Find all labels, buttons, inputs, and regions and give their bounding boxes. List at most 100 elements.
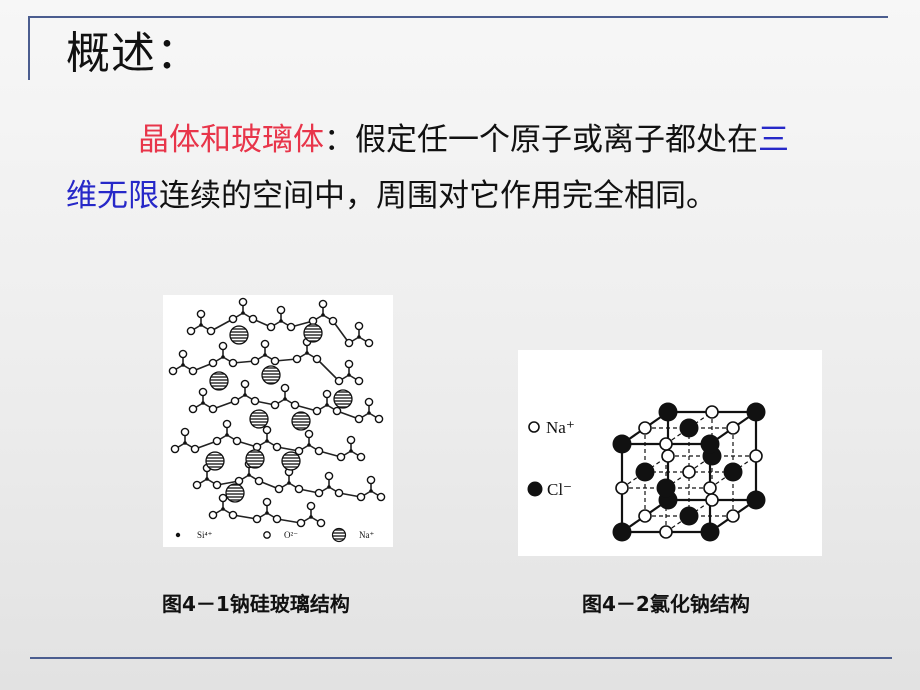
- glass-legend: Si⁴⁺ O²⁻ Na⁺: [175, 527, 374, 543]
- sodium-ion: [749, 449, 763, 463]
- chloride-ion: [658, 402, 678, 422]
- oxygen-atom: [322, 389, 332, 399]
- oxygen-atom: [344, 338, 354, 348]
- oxygen-atom: [304, 429, 314, 439]
- oxygen-atom: [250, 396, 260, 406]
- silicon-atom: [221, 507, 225, 511]
- silicon-atom: [247, 473, 251, 477]
- silicon-atom: [327, 485, 331, 489]
- chloride-ion: [746, 402, 766, 422]
- silicon-atom: [241, 311, 245, 315]
- bottom-rule: [30, 657, 892, 659]
- sodium-ion: [303, 323, 323, 343]
- chloride-ion: [679, 418, 699, 438]
- sodium-ion: [245, 449, 265, 469]
- sodium-ion: [249, 409, 269, 429]
- oxygen-atom: [240, 379, 250, 389]
- legend-na-circle: [331, 527, 347, 543]
- sodium-ion: [659, 437, 673, 451]
- oxygen-atom: [208, 358, 218, 368]
- oxygen-atom: [252, 514, 262, 524]
- legend-si-dot: [175, 532, 181, 538]
- sodium-ion: [638, 509, 652, 523]
- silicon-atom: [279, 319, 283, 323]
- oxygen-atom: [306, 501, 316, 511]
- silicon-atom: [325, 403, 329, 407]
- chloride-ion: [746, 490, 766, 510]
- oxygen-atom: [272, 442, 282, 452]
- oxygen-atom: [344, 359, 354, 369]
- oxygen-atom: [270, 356, 280, 366]
- chloride-ion: [656, 478, 676, 498]
- silicon-atom: [309, 515, 313, 519]
- figure1-caption: 图4－1钠硅玻璃结构: [162, 592, 350, 616]
- silicon-atom: [263, 353, 267, 357]
- silicon-atom: [307, 443, 311, 447]
- sodium-ion: [682, 465, 696, 479]
- legend-na-open-circle: [528, 421, 540, 433]
- oxygen-atom: [228, 314, 238, 324]
- figure2-caption: 图4－2氯化钠结构: [582, 592, 750, 616]
- oxygen-atom: [364, 338, 374, 348]
- silicon-atom: [357, 335, 361, 339]
- oxygen-atom: [198, 387, 208, 397]
- oxygen-atom: [332, 406, 342, 416]
- silicon-atom: [349, 449, 353, 453]
- silicon-atom: [367, 411, 371, 415]
- oxygen-atom: [222, 419, 232, 429]
- chloride-ion: [700, 434, 720, 454]
- oxygen-atom: [230, 396, 240, 406]
- oxygen-atom: [192, 480, 202, 490]
- silicon-atom: [287, 481, 291, 485]
- oxygen-atom: [206, 326, 216, 336]
- sodium-ion: [726, 509, 740, 523]
- oxygen-atom: [292, 354, 302, 364]
- oxygen-atom: [232, 436, 242, 446]
- oxygen-atom: [272, 514, 282, 524]
- oxygen-atom: [196, 309, 206, 319]
- silicon-atom: [347, 373, 351, 377]
- oxygen-atom: [228, 358, 238, 368]
- glass-network-diagram: Si⁴⁺ O²⁻ Na⁺: [168, 297, 386, 543]
- sodium-ion: [291, 411, 311, 431]
- oxygen-atom: [254, 476, 264, 486]
- oxygen-atom: [228, 510, 238, 520]
- oxygen-atom: [170, 444, 180, 454]
- legend-na-label: Na⁺: [546, 418, 575, 437]
- silicon-atom: [205, 477, 209, 481]
- silicon-atom: [243, 393, 247, 397]
- emphasis-3d-infinite: 三维无限: [66, 122, 789, 214]
- term-crystal-glass: 晶体和玻璃体: [138, 122, 324, 158]
- paragraph-part1: ：假定任一个原子或离子都处在: [324, 122, 758, 158]
- oxygen-atom: [316, 518, 326, 528]
- oxygen-atom: [178, 349, 188, 359]
- silicon-atom: [369, 489, 373, 493]
- oxygen-atom: [218, 493, 228, 503]
- sodium-ion: [229, 325, 249, 345]
- oxygen-atom: [294, 484, 304, 494]
- oxygen-atom: [354, 414, 364, 424]
- legend-cl-label: Cl⁻: [547, 480, 572, 499]
- oxygen-atom: [208, 510, 218, 520]
- sodium-ion: [209, 371, 229, 391]
- oxygen-atom: [334, 376, 344, 386]
- legend-cl-filled-circle: [527, 481, 543, 497]
- sodium-ion: [333, 389, 353, 409]
- silicon-atom: [265, 439, 269, 443]
- oxygen-atom: [180, 427, 190, 437]
- sodium-ion: [225, 483, 245, 503]
- oxygen-atom: [314, 488, 324, 498]
- sodium-ion: [659, 525, 673, 539]
- sodium-ion: [281, 451, 301, 471]
- chloride-ion: [679, 506, 699, 526]
- oxygen-atom: [266, 322, 276, 332]
- oxygen-atom: [374, 414, 384, 424]
- legend-o-circle: [263, 531, 271, 539]
- oxygen-atom: [356, 452, 366, 462]
- paragraph-part2: 连续的空间中，周围对它作用完全相同。: [159, 178, 717, 214]
- oxygen-atom: [354, 321, 364, 331]
- oxygen-atom: [312, 406, 322, 416]
- oxygen-atom: [250, 356, 260, 366]
- sodium-ion: [726, 421, 740, 435]
- oxygen-atom: [218, 341, 228, 351]
